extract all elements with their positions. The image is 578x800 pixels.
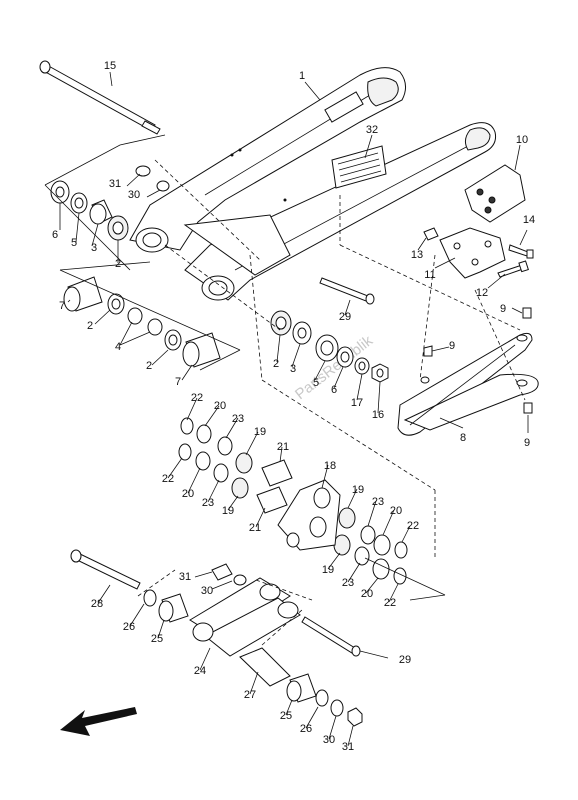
callout-29-upper: 29 (339, 311, 351, 323)
callout-7-upper: 7 (59, 300, 65, 312)
relay-arm (277, 479, 341, 551)
bolt-lower (301, 616, 361, 657)
callout-3-right: 3 (290, 363, 296, 375)
callout-30-mid: 30 (201, 585, 213, 597)
callout-14: 14 (523, 214, 535, 226)
callout-32: 32 (366, 124, 378, 136)
callout-4: 4 (115, 341, 121, 353)
callout-5-right: 5 (313, 377, 319, 389)
lower-left-stack (70, 549, 247, 623)
callout-30-lower: 30 (323, 734, 335, 746)
callout-18: 18 (324, 460, 336, 472)
callout-8: 8 (460, 432, 466, 444)
callout-26-b: 26 (300, 723, 312, 735)
callout-19-a: 19 (254, 426, 266, 438)
callout-28: 28 (91, 598, 103, 610)
callout-11: 11 (424, 269, 435, 281)
callout-3-left: 3 (91, 242, 97, 254)
lower-right-stack (239, 647, 363, 727)
callout-31-upper: 31 (109, 178, 121, 190)
callout-17: 17 (351, 397, 363, 409)
callout-10: 10 (516, 134, 528, 146)
callout-7-lower: 7 (175, 376, 181, 388)
callout-20-b: 20 (182, 488, 194, 500)
callout-9-mid: 9 (449, 340, 455, 352)
chain-guide (423, 164, 534, 279)
callout-9-bottom: 9 (524, 437, 530, 449)
callout-19-d: 19 (322, 564, 334, 576)
callout-23-d: 23 (342, 577, 354, 589)
leader-lines (59, 71, 529, 747)
callout-labels: 1 15 32 10 14 13 11 12 9 9 9 8 29 31 30 … (52, 60, 535, 753)
callout-19-c: 19 (352, 484, 364, 496)
callout-25-b: 25 (280, 710, 292, 722)
callout-2-c: 2 (146, 360, 152, 372)
connecting-rods (189, 577, 301, 657)
callout-15: 15 (104, 60, 116, 72)
bolt-upper (319, 277, 375, 305)
front-direction-arrow (60, 707, 137, 736)
chain-slider (397, 307, 539, 436)
callout-25-a: 25 (151, 633, 163, 645)
callout-23-a: 23 (232, 413, 244, 425)
callout-2-d: 2 (273, 358, 279, 370)
callout-1: 1 (299, 70, 305, 82)
callout-22-a: 22 (191, 392, 203, 404)
callout-29-lower: 29 (399, 654, 411, 666)
callout-26-a: 26 (123, 621, 135, 633)
callout-31-lower: 31 (342, 741, 354, 753)
callout-27: 27 (244, 689, 256, 701)
callout-5-left: 5 (71, 237, 77, 249)
pivot-shaft (39, 60, 161, 135)
callout-22-c: 22 (407, 520, 419, 532)
callout-21-a: 21 (277, 441, 289, 453)
callout-19-b: 19 (222, 505, 234, 517)
left-bearing-group (63, 276, 221, 368)
callout-23-c: 23 (372, 496, 384, 508)
callout-20-d: 20 (361, 588, 373, 600)
callout-21-b: 21 (249, 522, 261, 534)
label-sticker (331, 145, 387, 189)
callout-2-a: 2 (115, 258, 121, 270)
callout-2-b: 2 (87, 320, 93, 332)
callout-9-top: 9 (500, 303, 506, 315)
callout-13: 13 (411, 249, 423, 261)
assembly-lines (44, 134, 526, 646)
callout-6-right: 6 (331, 384, 337, 396)
callout-20-c: 20 (390, 505, 402, 517)
callout-31-mid: 31 (179, 571, 191, 583)
left-pivot-stack (50, 165, 170, 241)
callout-6-left: 6 (52, 229, 58, 241)
callout-12: 12 (476, 287, 488, 299)
callout-24: 24 (194, 665, 206, 677)
linkage-bearings (178, 417, 408, 585)
callout-22-d: 22 (384, 597, 396, 609)
callout-30-upper: 30 (128, 189, 140, 201)
callout-23-b: 23 (202, 497, 214, 509)
right-pivot-stack (270, 310, 389, 383)
callout-16: 16 (372, 409, 384, 421)
callout-20-a: 20 (214, 400, 226, 412)
callout-22-b: 22 (162, 473, 174, 485)
